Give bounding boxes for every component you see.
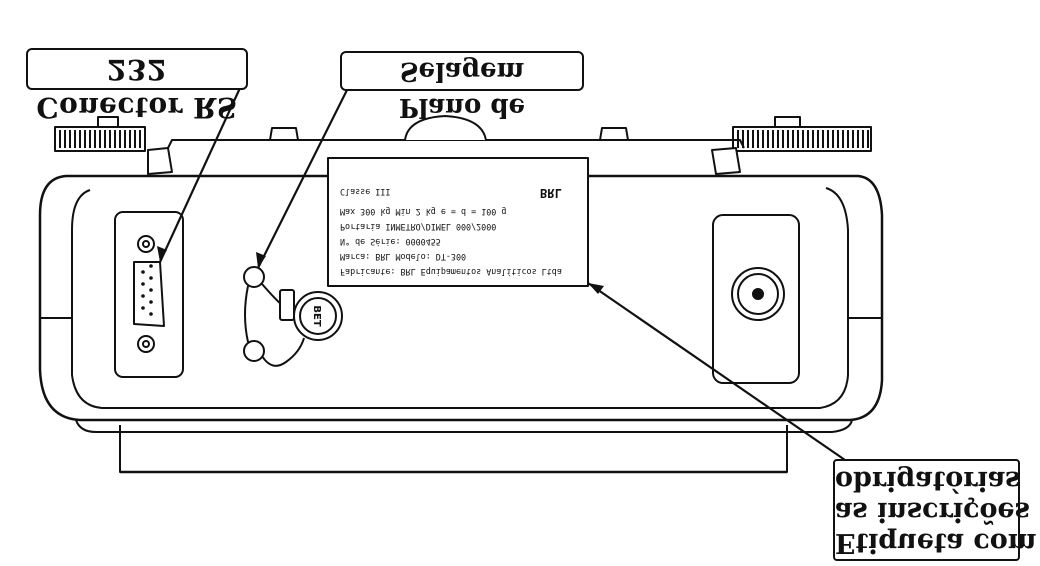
callout-rs232-text: Conector RS 232 — [36, 53, 238, 124]
plate-logo: BRL — [540, 186, 562, 200]
seal-tag-text: BET — [311, 305, 322, 326]
leader-rs232 — [159, 87, 241, 263]
callout-label-line: as inscrições — [835, 496, 1030, 527]
leader-lines — [159, 87, 846, 461]
db9-pins — [141, 264, 153, 316]
leader-seal — [257, 87, 349, 269]
plate-line-2: N° de Série: 0000455 — [340, 237, 441, 247]
identification-plate — [327, 157, 589, 287]
plate-line-5: Classe III — [340, 187, 390, 197]
left-leveling-foot — [54, 116, 146, 152]
callout-label-inscriptions: obrigatórias as inscrições Etiqueta com — [833, 459, 1036, 561]
plate-line-1: Marca: BRL Modelo: DT-300 — [340, 252, 466, 262]
power-jack — [712, 214, 800, 384]
arrowheads — [157, 246, 604, 294]
plate-line-0: Fabricante: BRL Equipamentos Analíticos … — [340, 267, 562, 277]
right-leveling-foot — [732, 116, 872, 152]
callout-label-line: Etiqueta com — [835, 527, 1037, 558]
callout-rs232-connector: Conector RS 232 — [26, 48, 248, 124]
seal-assembly — [243, 266, 343, 367]
base-plate — [119, 425, 788, 474]
callout-label-line: obrigatórias — [835, 465, 1021, 496]
plate-line-3: Portaria INMETRO/DIMEL 000/2000 — [340, 222, 496, 232]
rs232-connector — [114, 211, 184, 378]
callout-seal-text: Plano de Selagem — [398, 56, 526, 122]
plate-text: Fabricante: BRL Equipamentos Analíticos … — [340, 186, 562, 277]
plate-line-4: Max 300 kg Min 2 kg e = d = 100 g — [340, 207, 506, 217]
callout-seal-plane: Plano de Selagem — [340, 51, 584, 122]
leader-label — [587, 282, 846, 461]
housing-top — [147, 115, 745, 175]
